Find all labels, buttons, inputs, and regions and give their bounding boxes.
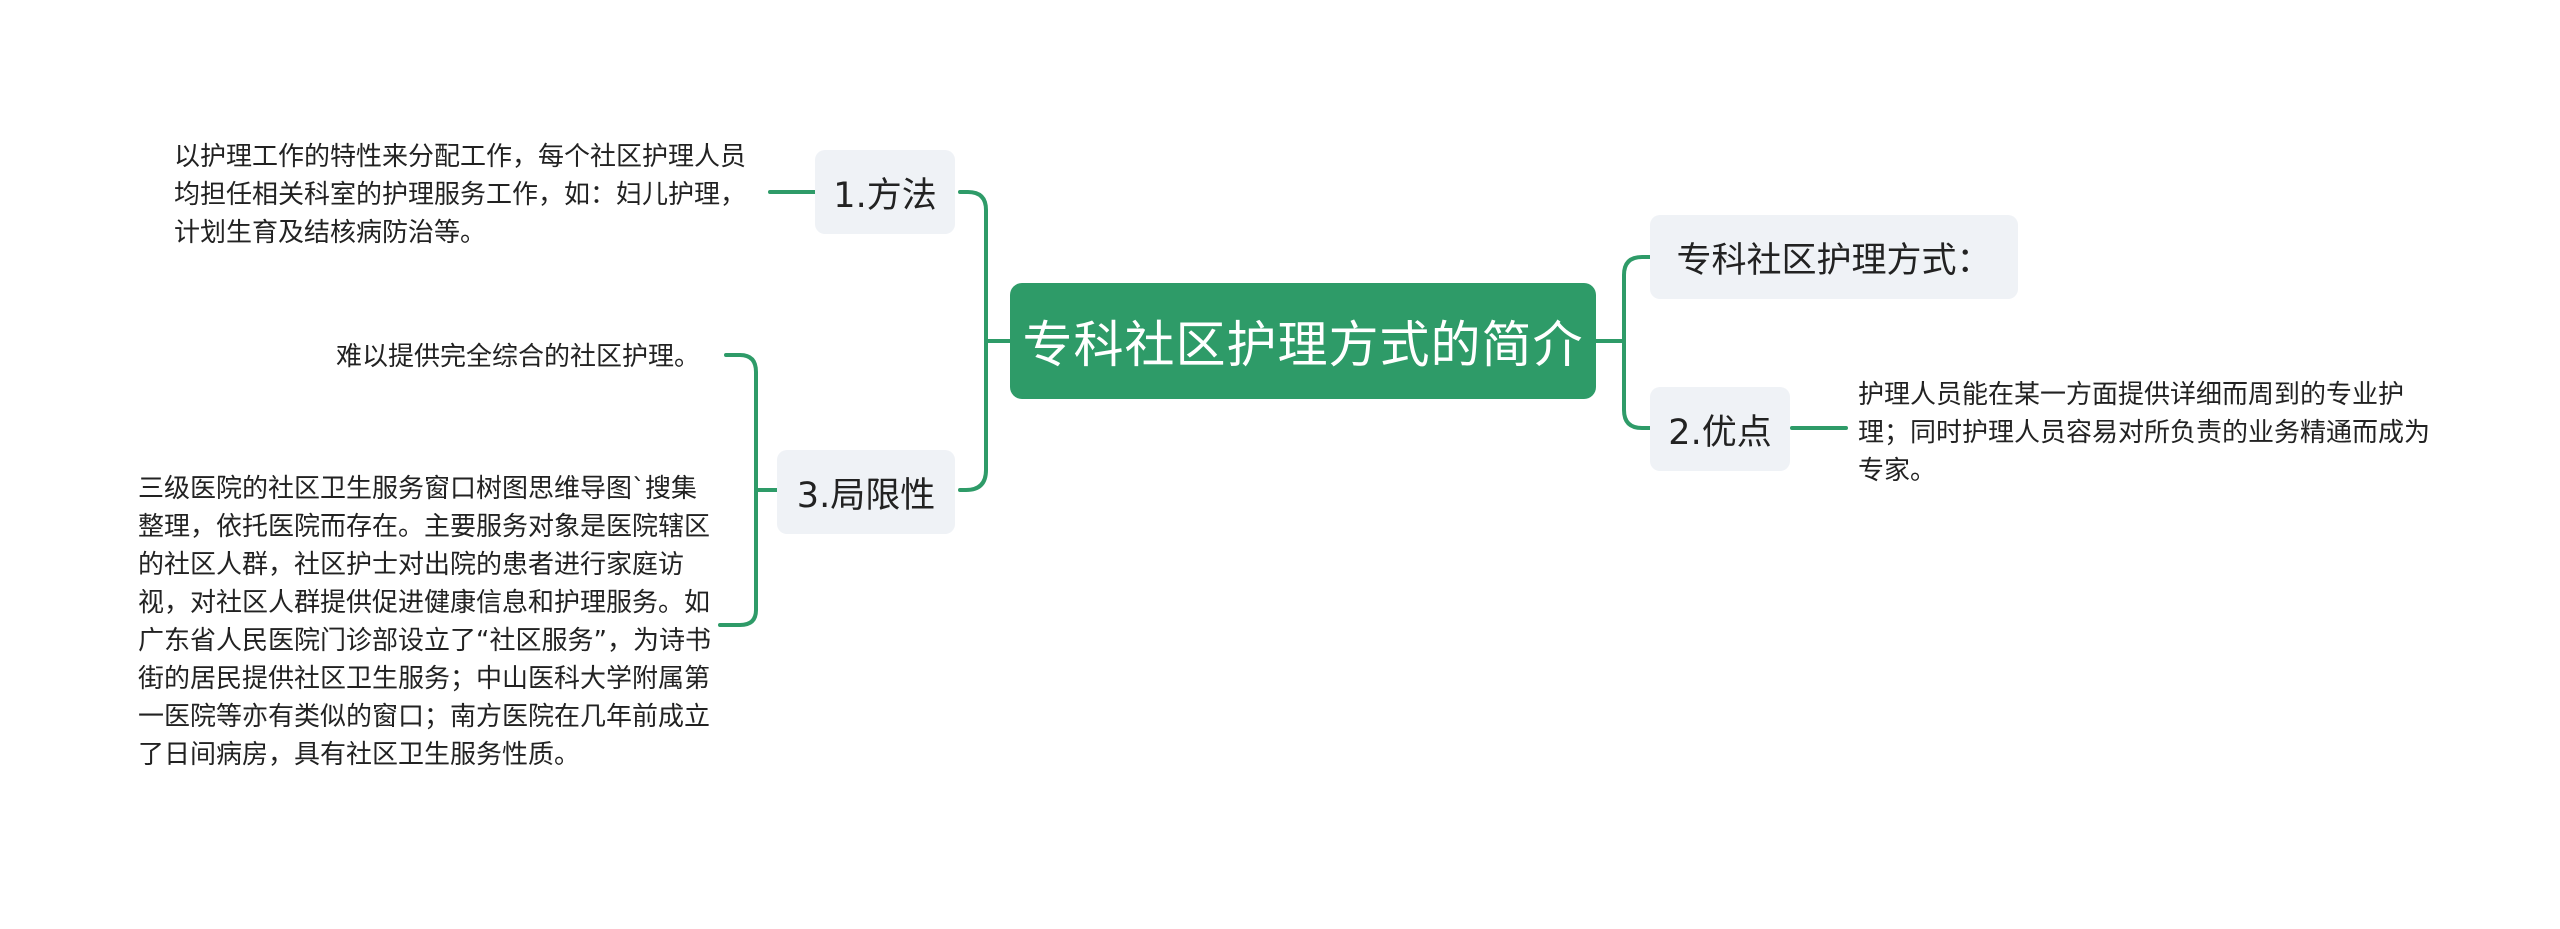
branch-method[interactable]: 1.方法 (815, 150, 955, 234)
limitation-detail-bottom: 三级医院的社区卫生服务窗口树图思维导图`搜集整理，依托医院而存在。主要服务对象是… (138, 474, 711, 770)
root-node[interactable]: 专科社区护理方式的简介 (1010, 283, 1596, 399)
branch-method-label: 1.方法 (833, 175, 937, 216)
branch-limitation-label: 3.局限性 (796, 475, 936, 516)
limitation-detail-top: 难以提供完全综合的社区护理。 (335, 342, 700, 372)
connector-limitation-top (724, 353, 758, 492)
branch-advantage[interactable]: 2.优点 (1650, 387, 1790, 471)
connector-method (958, 190, 988, 343)
root-title: 专科社区护理方式的简介 (1022, 316, 1584, 374)
branch-intro[interactable]: 专科社区护理方式： (1650, 215, 2018, 299)
connector-limitation (958, 339, 988, 492)
connector-intro (1622, 255, 1654, 343)
connector-limitation-bottom (718, 488, 758, 627)
advantage-detail: 护理人员能在某一方面提供详细而周到的专业护理；同时护理人员容易对所负责的业务精通… (1858, 380, 2431, 486)
connector-advantage (1622, 339, 1654, 430)
branch-limitation[interactable]: 3.局限性 (777, 450, 955, 534)
branch-intro-label: 专科社区护理方式： (1676, 240, 1992, 281)
branch-advantage-label: 2.优点 (1668, 412, 1772, 453)
method-detail: 以护理工作的特性来分配工作，每个社区护理人员均担任相关科室的护理服务工作，如：妇… (174, 142, 747, 248)
